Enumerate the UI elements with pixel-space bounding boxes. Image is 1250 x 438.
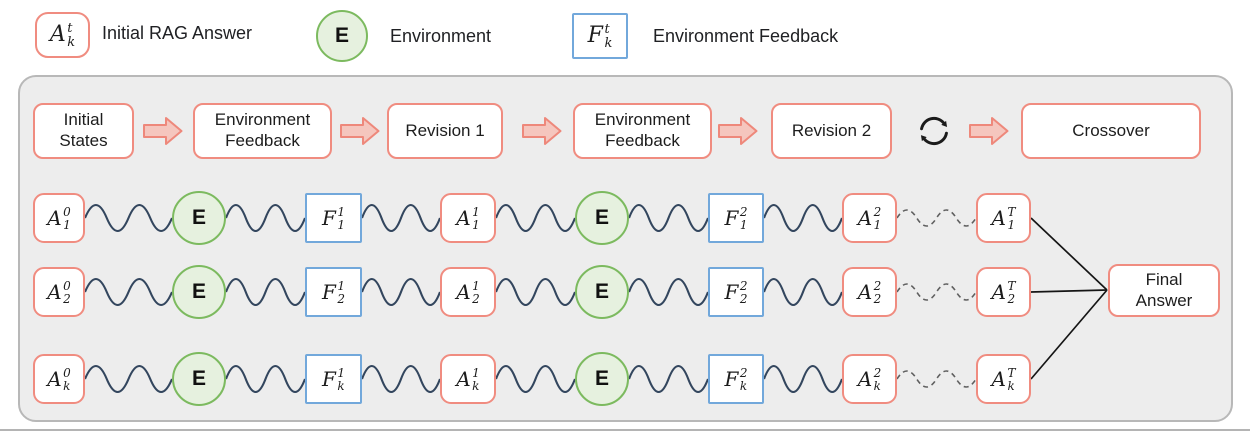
- subscript: k: [604, 36, 613, 51]
- bottom-divider: [0, 429, 1250, 431]
- stage-revision-1: Revision 1: [387, 103, 503, 159]
- flow-arrow-icon: [143, 117, 183, 145]
- environment-node: E: [575, 191, 629, 245]
- superscript: t: [604, 22, 610, 38]
- stage-environment-feedback-1: Environment Feedback: [193, 103, 332, 159]
- environment-node: E: [172, 265, 226, 319]
- flow-arrow-icon: [969, 117, 1009, 145]
- env-letter: E: [334, 24, 349, 47]
- subscript: k: [67, 35, 76, 50]
- stage-revision-2: Revision 2: [771, 103, 892, 159]
- flow-arrow-icon: [718, 117, 758, 145]
- legend-feedback-label: Environment Feedback: [653, 26, 839, 46]
- legend-environment-symbol: E: [316, 10, 368, 62]
- stage-crossover: Crossover: [1021, 103, 1201, 159]
- stage-environment-feedback-2: Environment Feedback: [573, 103, 712, 159]
- legend-environment-label: Environment: [390, 26, 492, 46]
- stage-initial-states: Initial States: [33, 103, 134, 159]
- iteration-cycle-icon: [920, 116, 948, 146]
- environment-node: E: [172, 352, 226, 406]
- legend-answer-label: Initial RAG Answer: [102, 23, 253, 43]
- flow-arrow-icon: [522, 117, 562, 145]
- final-answer-node: Final Answer: [1108, 264, 1220, 317]
- flow-arrow-icon: [340, 117, 380, 145]
- environment-node: E: [575, 352, 629, 406]
- environment-node: E: [172, 191, 226, 245]
- environment-node: E: [575, 265, 629, 319]
- superscript: t: [67, 21, 73, 37]
